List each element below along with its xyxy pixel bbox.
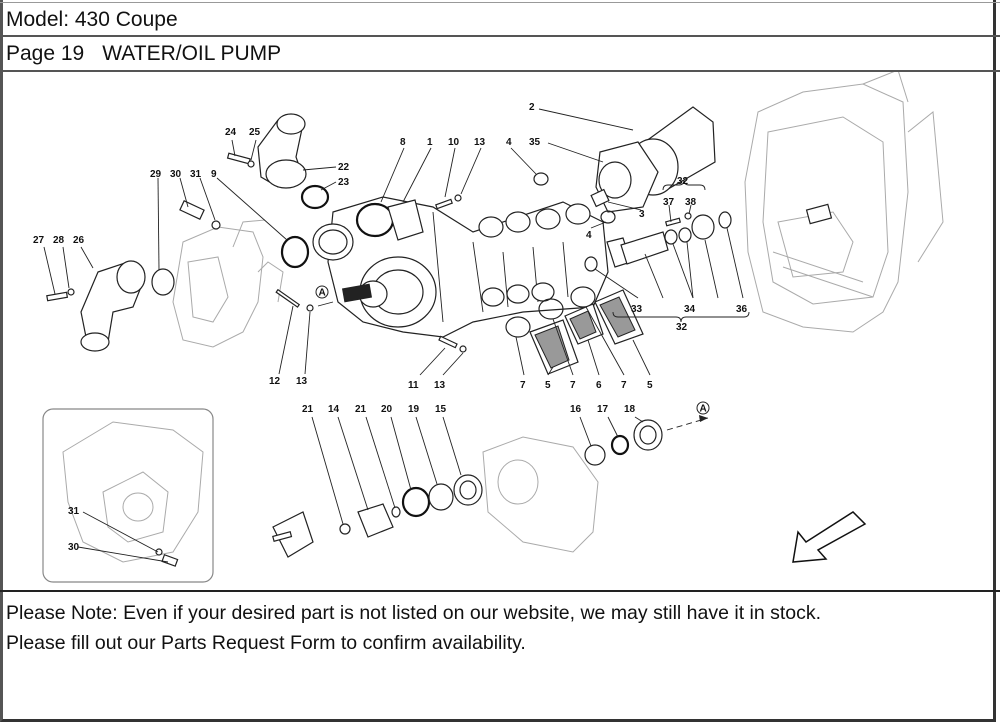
callout-23: 23 xyxy=(338,177,350,188)
callout-36: 36 xyxy=(736,304,748,315)
outlet-housing-26 xyxy=(46,260,146,352)
callout-24: 24 xyxy=(225,127,237,138)
brace-32-top xyxy=(662,179,706,191)
callout-34: 34 xyxy=(684,304,696,315)
exploded-parts-diagram: A A 31 30 xyxy=(3,69,997,590)
reference-a-upper: A xyxy=(315,285,334,307)
callout-22: 22 xyxy=(338,162,350,173)
water-housing-ghost xyxy=(172,219,284,348)
elbow-fitting xyxy=(226,113,330,210)
note-line-2: Please fill out our Parts Request Form t… xyxy=(6,632,526,654)
oil-filter xyxy=(590,106,716,213)
callout-14: 14 xyxy=(328,404,340,415)
gasket-29 xyxy=(151,268,175,296)
gearbox-housing-ghost xyxy=(744,69,944,333)
callout-16: 16 xyxy=(570,404,582,415)
callout-4-mid: 4 xyxy=(586,230,592,241)
callout-20: 20 xyxy=(381,404,393,415)
direction-arrow-icon xyxy=(792,511,867,563)
callout-33: 33 xyxy=(631,304,643,315)
callout-8: 8 xyxy=(400,137,406,148)
callout-25: 25 xyxy=(249,127,261,138)
callout-15: 15 xyxy=(435,404,447,415)
note-line-1: Please Note: Even if your desired part i… xyxy=(6,602,822,624)
oil-port-flanges xyxy=(478,203,591,307)
callout-3: 3 xyxy=(639,209,645,220)
callout-5a: 5 xyxy=(545,380,551,391)
model-label: Model: 430 Coupe xyxy=(6,8,178,31)
lower-pump-parts xyxy=(272,415,709,558)
callout-31: 31 xyxy=(190,169,202,180)
callout-1: 1 xyxy=(427,137,433,148)
callout-37: 37 xyxy=(663,197,675,208)
inset-callout-31: 31 xyxy=(68,506,80,517)
water-inlet xyxy=(312,199,424,261)
inset-callout-30: 30 xyxy=(68,542,80,553)
callout-32-top: 32 xyxy=(677,176,689,187)
callout-21a: 21 xyxy=(302,404,314,415)
callout-6: 6 xyxy=(596,380,602,391)
callout-19: 19 xyxy=(408,404,420,415)
o-ring-9 xyxy=(280,235,310,269)
callout-26: 26 xyxy=(73,235,85,246)
callout-21b: 21 xyxy=(355,404,367,415)
callout-13-top: 13 xyxy=(474,137,486,148)
model-header: Model: 430 Coupe xyxy=(0,2,1000,37)
callout-5b: 5 xyxy=(647,380,653,391)
o-ring-4b xyxy=(600,210,616,224)
callout-29: 29 xyxy=(150,169,162,180)
callout-13-left: 13 xyxy=(296,376,308,387)
callout-10: 10 xyxy=(448,137,460,148)
callout-2: 2 xyxy=(529,102,535,113)
bolts xyxy=(275,194,467,353)
callout-7c: 7 xyxy=(621,380,627,391)
callout-38: 38 xyxy=(685,197,697,208)
callout-7a: 7 xyxy=(520,380,526,391)
callout-4-top: 4 xyxy=(506,137,512,148)
callout-35: 35 xyxy=(529,137,541,148)
callout-30: 30 xyxy=(170,169,182,180)
page-header: Page 19 WATER/OIL PUMP xyxy=(0,37,1000,72)
callout-27: 27 xyxy=(33,235,45,246)
diagram-svg: A A 31 30 xyxy=(33,69,944,583)
svg-text:A: A xyxy=(319,288,326,299)
callout-7b: 7 xyxy=(570,380,576,391)
callout-13-mid: 13 xyxy=(434,380,446,391)
callout-11: 11 xyxy=(408,380,419,391)
callout-labels: 2 35 8 1 10 13 4 24 25 22 23 29 30 31 9 … xyxy=(33,102,748,415)
reference-a-lower: A xyxy=(696,401,710,415)
oil-pipe-assembly-32 xyxy=(584,211,732,272)
callout-32-bottom: 32 xyxy=(676,322,688,333)
callout-9: 9 xyxy=(211,169,217,180)
svg-text:A: A xyxy=(700,404,707,415)
parts-request-note: Please Note: Even if your desired part i… xyxy=(0,590,1000,726)
page-number: Page 19 xyxy=(6,42,85,65)
page-title: WATER/OIL PUMP xyxy=(102,42,282,65)
callout-28: 28 xyxy=(53,235,65,246)
callout-12: 12 xyxy=(269,376,281,387)
inset-view: 31 30 xyxy=(42,408,214,583)
brace-32-bottom xyxy=(612,311,750,323)
callout-18: 18 xyxy=(624,404,636,415)
leader-lines xyxy=(43,108,744,525)
temp-sensor xyxy=(179,200,221,230)
o-ring-4a xyxy=(533,172,549,186)
callout-17: 17 xyxy=(597,404,609,415)
